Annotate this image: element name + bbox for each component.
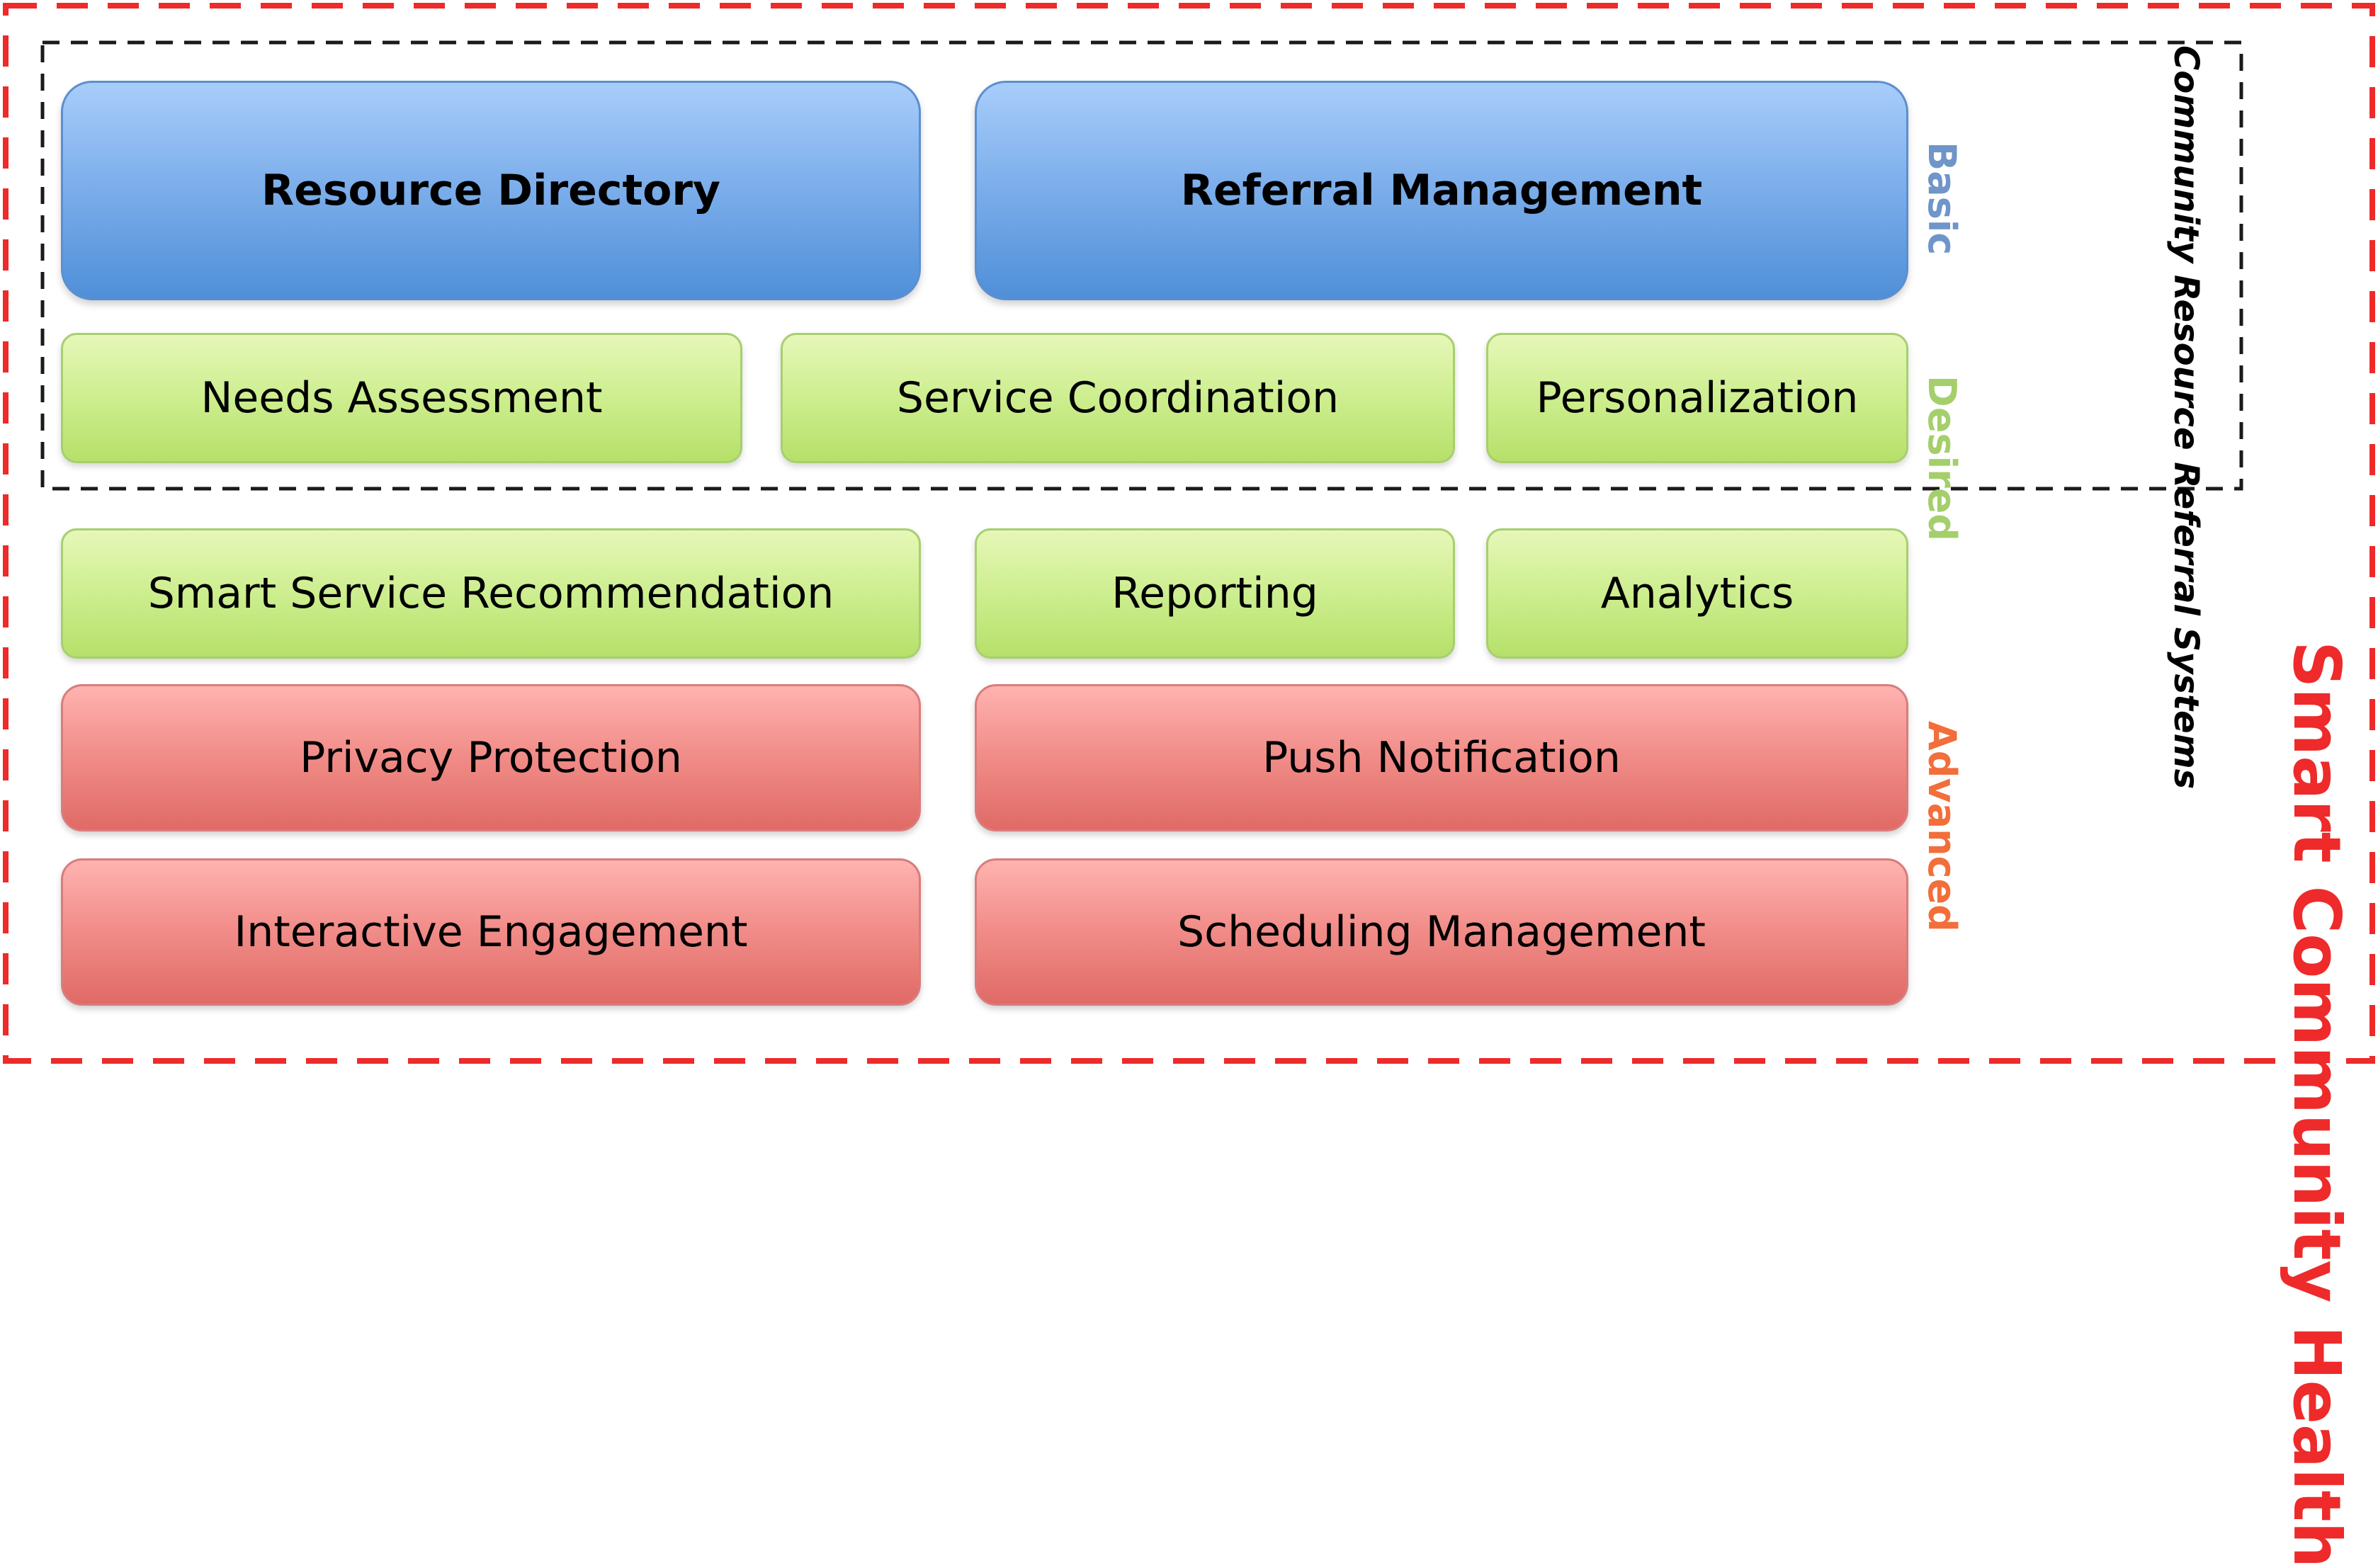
analytics-label: Analytics — [1600, 569, 1794, 618]
frame-borders — [3, 3, 2375, 1064]
tier-label-advanced: Advanced — [1920, 721, 1964, 932]
scheduling-management-box: Scheduling Management — [975, 858, 1908, 1006]
tier-label-basic: Basic — [1920, 142, 1964, 256]
push-notification-box: Push Notification — [975, 684, 1908, 831]
smart-service-recommendation-box: Smart Service Recommendation — [61, 528, 921, 659]
needs-assessment-box: Needs Assessment — [61, 333, 742, 463]
referral-management-label: Referral Management — [1180, 166, 1703, 215]
privacy-protection-box: Privacy Protection — [61, 684, 921, 831]
smart-community-health-label: Smart Community Health — [2279, 641, 2355, 1568]
tier-label-desired: Desired — [1920, 375, 1964, 542]
analytics-box: Analytics — [1486, 528, 1908, 659]
community-resource-referral-frame — [40, 40, 2243, 491]
smart-service-recommendation-label: Smart Service Recommendation — [147, 569, 834, 618]
interactive-engagement-label: Interactive Engagement — [234, 907, 748, 957]
reporting-box: Reporting — [975, 528, 1455, 659]
scheduling-management-label: Scheduling Management — [1177, 907, 1706, 957]
personalization-label: Personalization — [1536, 373, 1859, 423]
service-coordination-label: Service Coordination — [896, 373, 1340, 423]
resource-directory-label: Resource Directory — [261, 166, 721, 215]
resource-directory-box: Resource Directory — [61, 81, 921, 300]
interactive-engagement-box: Interactive Engagement — [61, 858, 921, 1006]
smart-community-health-frame — [3, 3, 2375, 1064]
referral-management-box: Referral Management — [975, 81, 1908, 300]
privacy-protection-label: Privacy Protection — [300, 733, 682, 783]
needs-assessment-label: Needs Assessment — [200, 373, 603, 423]
personalization-box: Personalization — [1486, 333, 1908, 463]
community-resource-referral-systems-label: Community Resource Referral Systems — [2166, 45, 2206, 790]
service-coordination-box: Service Coordination — [781, 333, 1455, 463]
reporting-label: Reporting — [1111, 569, 1318, 618]
push-notification-label: Push Notification — [1262, 733, 1621, 783]
